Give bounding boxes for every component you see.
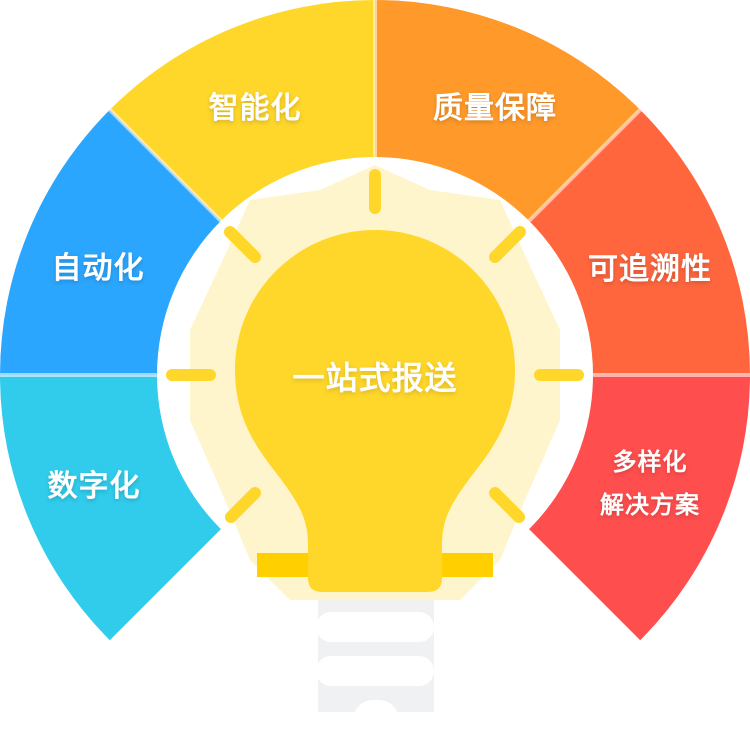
label-intelligence: 智能化 bbox=[208, 91, 302, 126]
ray-bottom-right bbox=[489, 487, 525, 523]
segment-intelligence bbox=[109, 0, 375, 221]
label-digitalization: 数字化 bbox=[47, 469, 141, 504]
segment-traceability bbox=[529, 109, 750, 376]
label-solutions: 多样化 解决方案 bbox=[600, 441, 700, 527]
label-quality: 质量保障 bbox=[433, 91, 557, 126]
ray-top-left bbox=[224, 226, 261, 263]
ray-bottom-left bbox=[225, 487, 261, 523]
segment-dividers bbox=[0, 0, 750, 375]
base-stripe-1 bbox=[316, 612, 434, 642]
ray-top-right bbox=[489, 226, 526, 263]
label-solutions-line2: 解决方案 bbox=[600, 491, 700, 519]
lightbulb-icon bbox=[235, 230, 515, 592]
label-solutions-line1: 多样化 bbox=[612, 448, 688, 476]
segment-digitalization bbox=[0, 375, 221, 641]
segment-solutions bbox=[529, 375, 750, 641]
segment-quality bbox=[375, 0, 641, 221]
base-tip bbox=[353, 700, 399, 730]
segment-automation bbox=[0, 109, 221, 375]
label-automation: 自动化 bbox=[51, 251, 145, 286]
base-stripe-2 bbox=[316, 656, 434, 686]
center-label: 一站式报送 bbox=[292, 359, 458, 397]
bulb-base bbox=[316, 600, 434, 730]
light-rays bbox=[166, 169, 584, 523]
label-traceability: 可追溯性 bbox=[588, 252, 712, 287]
